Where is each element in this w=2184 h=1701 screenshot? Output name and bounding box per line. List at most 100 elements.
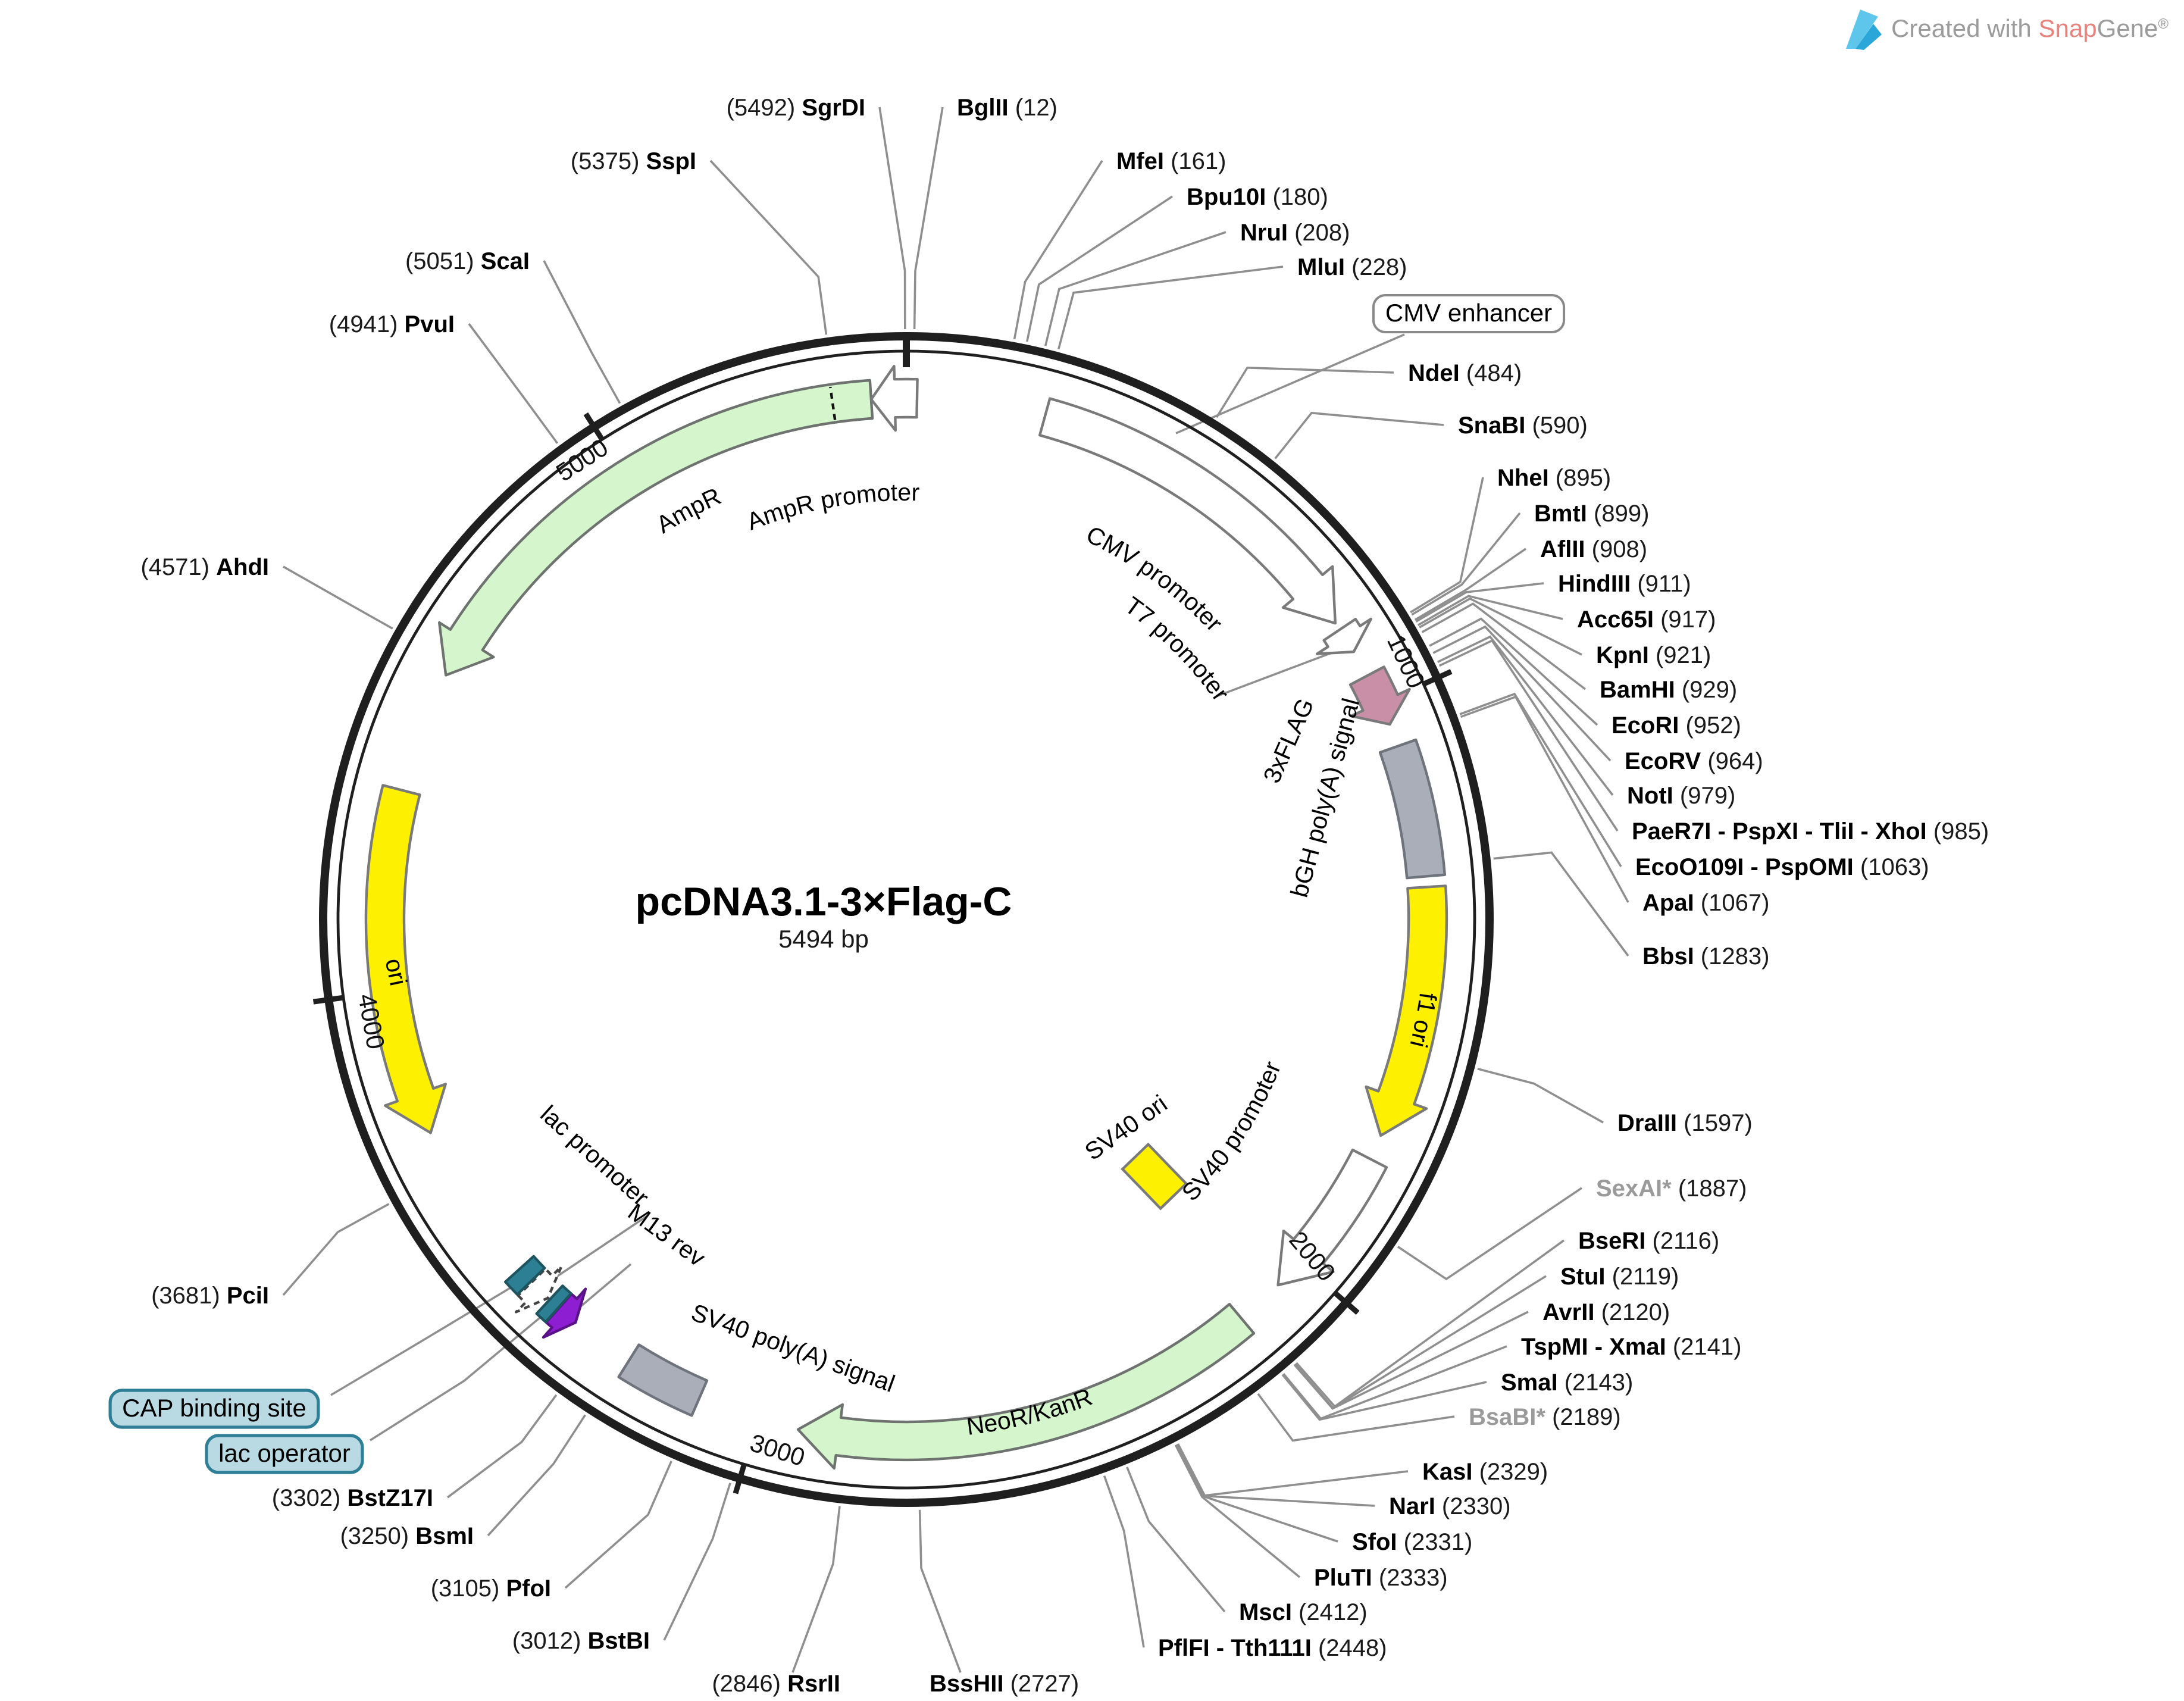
restriction-site-label-paer7i-pspxi-tlii-xhoi: PaeR7I - PspXI - TliI - XhoI (985) <box>1632 818 1989 845</box>
site-leader-ahdi <box>283 565 393 630</box>
feature-ampr <box>438 379 874 677</box>
site-leader-sspi <box>709 160 828 335</box>
restriction-site-label-rsrii: (2846) RsrII <box>712 1671 840 1697</box>
site-leader-kpni <box>1419 597 1582 656</box>
site-leader-ndei <box>1215 366 1394 418</box>
site-leader-avrii <box>1293 1311 1529 1410</box>
backbone-layer <box>312 332 1494 1507</box>
restriction-site-label-aflii: AflII (908) <box>1540 536 1647 562</box>
restriction-site-label-hindiii: HindIII (911) <box>1558 571 1691 597</box>
restriction-site-label-acc65i: Acc65I (917) <box>1577 606 1716 633</box>
ampr-promoter-boundary <box>829 386 837 420</box>
site-leader-sexai <box>1397 1187 1583 1281</box>
feature-neor-kanr <box>796 1303 1256 1470</box>
site-leader-bamhi <box>1421 602 1587 690</box>
site-leader-bsmi <box>487 1414 586 1537</box>
feature-label-m13-rev: M13 rev <box>623 1198 711 1272</box>
site-leader-pcii <box>282 1203 390 1296</box>
restriction-site-label-mfei: MfeI (161) <box>1116 148 1226 174</box>
site-leader-bglii <box>913 107 944 330</box>
feature-sv40-poly-a-signal <box>617 1343 709 1417</box>
site-leader-noti <box>1437 635 1614 796</box>
restriction-site-label-ecoo109i-pspomi: EcoO109I - PspOMI (1063) <box>1635 854 1929 880</box>
site-leader-pfoi <box>564 1461 672 1589</box>
restriction-site-label-ecorv: EcoRV (964) <box>1625 748 1763 774</box>
plasmid-title: pcDNA3.1-3×Flag-C <box>636 879 1012 924</box>
tick-label-3000: 3000 <box>747 1428 808 1471</box>
feature-label-lac-promoter: lac promoter <box>535 1100 654 1211</box>
restriction-site-label-pflfi-tth111i: PflFI - Tth111I (2448) <box>1158 1635 1387 1661</box>
restriction-site-label-bstbi: (3012) BstBI <box>512 1628 650 1654</box>
site-leader-pflfi-tth111i <box>1103 1475 1145 1648</box>
site-leader-ecoo109i-pspomi <box>1459 692 1622 867</box>
site-leader-bstz17i <box>446 1394 558 1499</box>
feature-ori <box>364 784 447 1134</box>
site-leader-smai <box>1281 1374 1487 1421</box>
restriction-site-label-bsmi: (3250) BsmI <box>340 1523 474 1549</box>
feature-sv40-ori <box>1121 1142 1188 1211</box>
site-leader-hindiii <box>1415 582 1544 623</box>
restriction-site-label-sfoi: SfoI (2331) <box>1352 1529 1472 1555</box>
site-leader-pluti <box>1174 1444 1301 1578</box>
restriction-site-label-noti: NotI (979) <box>1627 783 1735 809</box>
restriction-site-label-mlui: MluI (228) <box>1297 254 1407 280</box>
boxed-label-leader-lac-operator <box>370 1314 544 1442</box>
tick-5000 <box>583 412 604 440</box>
restriction-site-label-bglii: BglII (12) <box>957 95 1057 121</box>
restriction-site-label-pfoi: (3105) PfoI <box>431 1575 551 1602</box>
restriction-site-label-pcii: (3681) PciI <box>151 1283 269 1309</box>
restriction-site-label-pluti: PluTI (2333) <box>1314 1565 1448 1591</box>
feature-label-sv40-promoter: SV40 promoter <box>1177 1058 1286 1206</box>
restriction-site-label-bseri: BseRI (2116) <box>1578 1228 1719 1254</box>
boxed-label-cap-binding-site: CAP binding site <box>108 1389 320 1429</box>
restriction-site-label-bmti: BmtI (899) <box>1534 501 1649 527</box>
site-leader-mlui <box>1057 265 1284 350</box>
restriction-site-label-bamhi: BamHI (929) <box>1600 677 1737 703</box>
feature-label-sv40-poly-a-signal: SV40 poly(A) signal <box>688 1299 899 1397</box>
restriction-site-label-scai: (5051) ScaI <box>405 248 530 274</box>
site-leader-acc65i <box>1417 595 1563 626</box>
restriction-site-label-sgrdi: (5492) SgrDI <box>727 95 865 121</box>
feature-f1-ori <box>1365 884 1448 1137</box>
feature-m13-rev <box>542 1287 587 1339</box>
t7-promoter-leader <box>1216 651 1334 698</box>
site-leader-bpu10i <box>1026 195 1173 342</box>
restriction-site-label-kpni: KpnI (921) <box>1596 642 1711 668</box>
feature-cap-binding-site <box>504 1255 546 1296</box>
restriction-site-label-bstz17i: (3302) BstZ17I <box>272 1485 433 1511</box>
plasmid-size: 5494 bp <box>778 925 869 953</box>
restriction-site-label-bsshii: BssHII (2727) <box>930 1671 1079 1697</box>
boxed-label-leader-cap-binding-site <box>330 1284 515 1396</box>
feature-label-ampr-promoter: AmpR promoter <box>743 479 920 536</box>
site-leader-aflii <box>1414 548 1527 621</box>
feature-sv40-promoter <box>1276 1148 1388 1287</box>
feature-label-3xflag: 3xFLAG <box>1258 694 1319 787</box>
restriction-site-label-kasi: KasI (2329) <box>1422 1459 1548 1485</box>
tick-4000 <box>312 995 343 1005</box>
tick-2000 <box>1333 1291 1360 1315</box>
snapgene-watermark: Created with SnapGene® <box>1846 10 2169 50</box>
svg-text:CAP binding site: CAP binding site <box>122 1394 306 1422</box>
svg-text:lac operator: lac operator <box>218 1439 351 1467</box>
feature-lac-promoter <box>515 1265 563 1314</box>
boxed-label-lac-operator: lac operator <box>205 1434 364 1474</box>
snapgene-logo-icon <box>1846 10 1882 50</box>
site-leader-mfei <box>1013 160 1103 340</box>
feature-3xflag <box>1348 665 1411 726</box>
restriction-site-label-ecori: EcoRI (952) <box>1612 712 1741 739</box>
leader-lines-layer <box>282 107 1629 1673</box>
tick-3000 <box>733 1464 747 1494</box>
site-leader-bbsi <box>1493 851 1629 957</box>
feature-lac-operator <box>535 1284 572 1324</box>
site-leader-pvui <box>468 323 559 444</box>
restriction-site-label-nhei: NheI (895) <box>1497 465 1611 491</box>
lac-promoter-leader <box>544 1215 647 1286</box>
restriction-site-label-smai: SmaI (2143) <box>1501 1369 1633 1396</box>
restriction-site-label-stui: StuI (2119) <box>1560 1264 1679 1290</box>
restriction-site-label-ahdi: (4571) AhdI <box>140 554 269 580</box>
site-leader-bsshii <box>918 1509 962 1673</box>
site-leader-sgrdi <box>878 107 906 330</box>
watermark-text: Created with SnapGene® <box>1891 14 2169 42</box>
restriction-site-label-sspi: (5375) SspI <box>571 148 696 174</box>
